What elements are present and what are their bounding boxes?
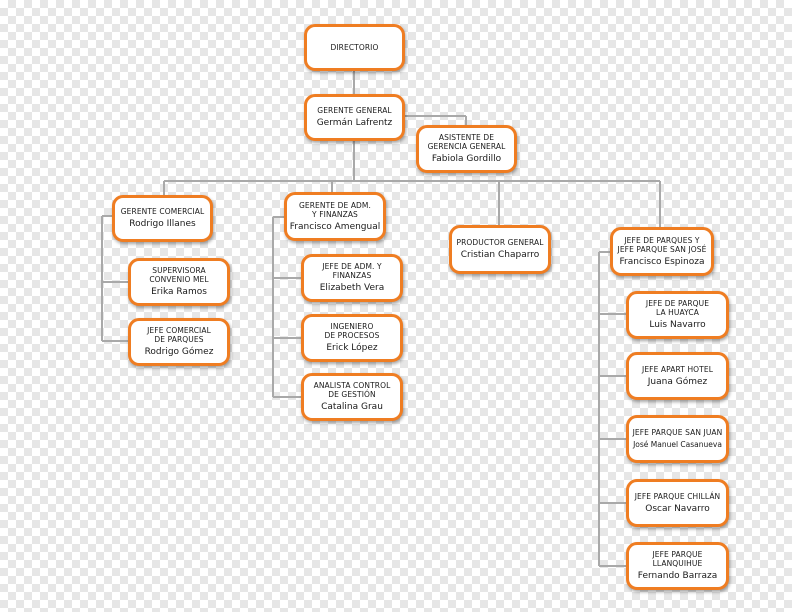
node-name: Francisco Amengual xyxy=(289,221,381,232)
node-gerente-adm: GERENTE DE ADM.Y FINANZAS Francisco Amen… xyxy=(284,192,386,241)
node-name: Erika Ramos xyxy=(151,287,207,297)
node-chillan: JEFE PARQUE CHILLÁN Oscar Navarro xyxy=(626,479,729,527)
node-gerente-general: GERENTE GENERAL Germán Lafrentz xyxy=(304,94,405,141)
node-directorio: DIRECTORIO xyxy=(304,24,405,71)
node-name: Luis Navarro xyxy=(649,320,706,330)
node-name: Rodrigo Gómez xyxy=(144,347,214,357)
node-role: GERENTE GENERAL xyxy=(317,106,392,115)
node-name: Fernando Barraza xyxy=(637,571,718,581)
node-apart-hotel: JEFE APART HOTEL Juana Gómez xyxy=(626,352,729,400)
node-name: Erick López xyxy=(326,343,378,353)
node-name: José Manuel Casanueva xyxy=(633,439,722,449)
node-name: Francisco Espinoza xyxy=(619,256,705,267)
node-gerente-comercial: GERENTE COMERCIAL Rodrigo Illanes xyxy=(112,195,213,242)
node-role: GERENTE COMERCIAL xyxy=(120,207,205,216)
node-role: JEFE PARQUE CHILLÁN xyxy=(634,491,721,501)
node-name: Fabiola Gordillo xyxy=(431,154,502,164)
node-name: Elizabeth Vera xyxy=(319,283,385,293)
node-role: JEFE PARQUE SAN JUAN xyxy=(632,427,723,437)
node-name: Germán Lafrentz xyxy=(316,118,393,128)
node-name: Cristian Chaparro xyxy=(460,250,540,260)
node-name: Juana Gómez xyxy=(647,376,708,387)
node-productor: PRODUCTOR GENERAL Cristian Chaparro xyxy=(449,225,551,274)
node-san-juan: JEFE PARQUE SAN JUAN José Manuel Casanue… xyxy=(626,415,729,463)
node-role: PRODUCTOR GENERAL xyxy=(456,238,544,247)
node-name: Catalina Grau xyxy=(321,402,383,412)
node-role: GERENTE DE ADM.Y FINANZAS xyxy=(299,200,371,219)
node-name: Oscar Navarro xyxy=(645,503,710,514)
node-role: JEFE APART HOTEL xyxy=(642,364,713,374)
node-role: DIRECTORIO xyxy=(330,43,379,52)
node-name: Rodrigo Illanes xyxy=(129,219,196,229)
